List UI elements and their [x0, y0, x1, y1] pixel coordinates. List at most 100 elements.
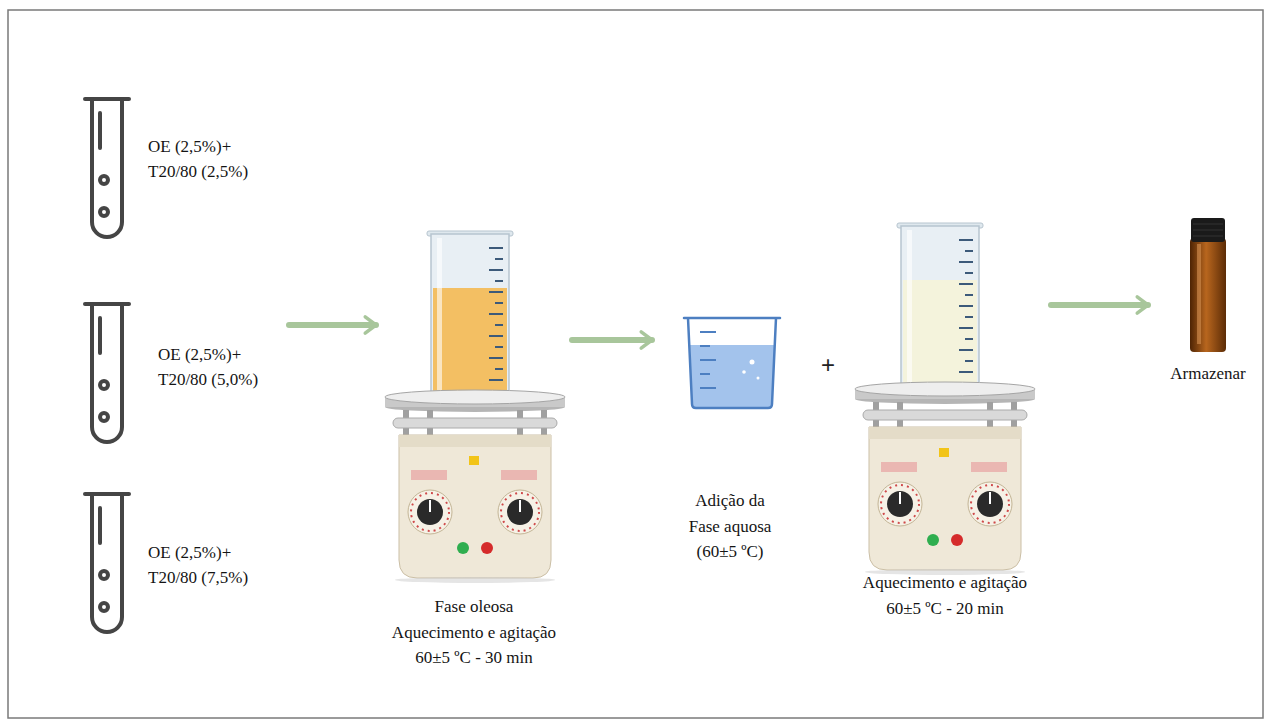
text-group: OE (2,5%)+ T20/80 (5,0%) — [158, 343, 274, 392]
hot-plate-stirrer — [965, 360, 973, 362]
plus-sign: + — [821, 353, 835, 377]
hot-plate-stirrer — [869, 427, 1021, 439]
flow-arrow — [1051, 302, 1148, 308]
beaker-icon — [700, 359, 716, 361]
test-tube-icon — [92, 99, 122, 237]
hot-plate-stirrer — [965, 338, 973, 340]
text-group: Fase oleosaAquecimento e agitação 60±5 º… — [380, 594, 568, 671]
step-label: OE (2,5%)+ T20/80 (7,5%) — [148, 541, 264, 590]
hot-plate-stirrer — [959, 240, 973, 372]
hot-plate-stirrer — [881, 485, 919, 523]
hot-plate-stirrer — [498, 490, 542, 534]
hot-plate-stirrer — [495, 368, 503, 370]
hot-plate-stirrer — [965, 316, 973, 318]
hot-plate-stirrer — [399, 435, 551, 447]
hot-plate-stirrer — [495, 324, 503, 326]
hot-plate-stirrer — [989, 492, 991, 504]
hot-plate-stirrer — [489, 247, 503, 249]
hot-plate-stirrer — [501, 493, 539, 531]
text-group: OE (2,5%)+ T20/80 (7,5%) — [148, 541, 264, 590]
beaker-icon — [750, 360, 755, 365]
step-label: Aquecimento e agitação 60±5 ºC - 30 min — [382, 620, 567, 671]
hot-plate-stirrer — [437, 238, 442, 390]
beaker-icon — [684, 318, 780, 408]
amber-vial — [1193, 236, 1223, 237]
hot-plate-stirrer — [959, 261, 973, 263]
hot-plate-stirrer — [855, 223, 1035, 575]
step-label: Fase oleosa — [380, 594, 568, 620]
amber-vial — [1197, 244, 1201, 344]
hot-plate-stirrer — [489, 291, 503, 293]
test-tube-icon — [98, 318, 102, 353]
hot-plate-stirrer — [489, 248, 503, 380]
hot-plate-stirrer — [887, 491, 913, 517]
hot-plate-stirrer — [417, 499, 443, 525]
flow-arrow — [289, 322, 376, 328]
step-node: Aquecimento e agitação 60±5 ºC - 20 min — [843, 235, 1047, 625]
hot-plate-stirrer — [959, 327, 973, 329]
beaker-icon — [684, 318, 780, 408]
amber-vial — [1193, 230, 1223, 231]
step-label: Aquecimento e agitação 60±5 ºC - 20 min — [853, 570, 1038, 621]
hot-plate-stirrer — [411, 470, 447, 480]
hot-plate-stirrer — [965, 272, 973, 274]
hot-plate-stirrer — [399, 435, 551, 578]
hot-plate-stirrer — [395, 577, 555, 583]
test-tube-icon — [100, 381, 108, 389]
hot-plate-stirrer — [495, 280, 503, 282]
step-node: Fase oleosaAquecimento e agitação 60±5 º… — [380, 230, 568, 675]
beaker-icon — [700, 387, 716, 389]
test-tube-icon — [92, 304, 122, 442]
hot-plate-stirrer — [469, 456, 479, 465]
hot-plate-stirrer — [971, 462, 1007, 472]
test-tube-icon — [100, 176, 108, 184]
beaker-icon — [757, 377, 760, 380]
hot-plate-stirrer — [959, 371, 973, 373]
hot-plate-stirrer — [411, 493, 449, 531]
hot-plate-stirrer — [901, 226, 979, 386]
text-group: OE (2,5%)+ T20/80 (2,5%) — [148, 135, 264, 184]
hot-plate-stirrer — [863, 410, 1027, 420]
amber-vial — [1190, 218, 1226, 352]
hot-plate-stirrer — [489, 313, 503, 315]
hot-plate-stirrer — [489, 379, 503, 381]
hot-plate-stirrer — [408, 490, 452, 534]
beaker-icon — [700, 345, 710, 347]
step-label: OE (2,5%)+ T20/80 (5,0%) — [158, 343, 274, 392]
hot-plate-stirrer — [881, 462, 917, 472]
hot-plate-stirrer — [433, 288, 507, 392]
test-tube-icon — [100, 208, 108, 216]
test-tube-icon — [92, 494, 122, 632]
test-tube-icon — [100, 571, 108, 579]
hot-plate-stirrer — [385, 231, 565, 583]
beaker-icon — [742, 370, 746, 374]
test-tube-icon — [100, 603, 108, 611]
test-tube-icon — [98, 508, 102, 543]
hot-plate-stirrer — [899, 492, 901, 504]
step-node: OE (2,5%)+ T20/80 (7,5%) — [80, 488, 285, 640]
amber-vial — [1193, 224, 1223, 225]
hot-plate-stirrer — [927, 534, 939, 546]
text-group: Armazenar — [1152, 361, 1264, 387]
hot-plate-stirrer — [507, 499, 533, 525]
hot-plate-stirrer — [385, 390, 565, 404]
hot-plate-stirrer — [519, 500, 521, 512]
test-tube-icon — [85, 304, 129, 442]
hot-plate-stirrer — [959, 305, 973, 307]
hot-plate-stirrer — [855, 382, 1035, 396]
hot-plate-stirrer — [903, 280, 977, 384]
beaker-icon — [700, 373, 710, 375]
hot-plate-stirrer — [939, 448, 949, 457]
step-label: OE (2,5%)+ T20/80 (2,5%) — [148, 135, 264, 184]
hot-plate-stirrer — [481, 542, 493, 554]
amber-vial — [1190, 238, 1226, 352]
hot-plate-stirrer — [951, 534, 963, 546]
hot-plate-stirrer — [495, 346, 503, 348]
step-node: Adição da Fase aquosa (60±5 ºC) — [656, 310, 804, 569]
step-node: Armazenar — [1152, 215, 1264, 391]
hot-plate-stirrer — [869, 427, 1021, 570]
step-node: OE (2,5%)+ T20/80 (2,5%) — [80, 92, 285, 244]
test-tube-icon — [85, 99, 129, 237]
hot-plate-stirrer — [907, 230, 912, 382]
